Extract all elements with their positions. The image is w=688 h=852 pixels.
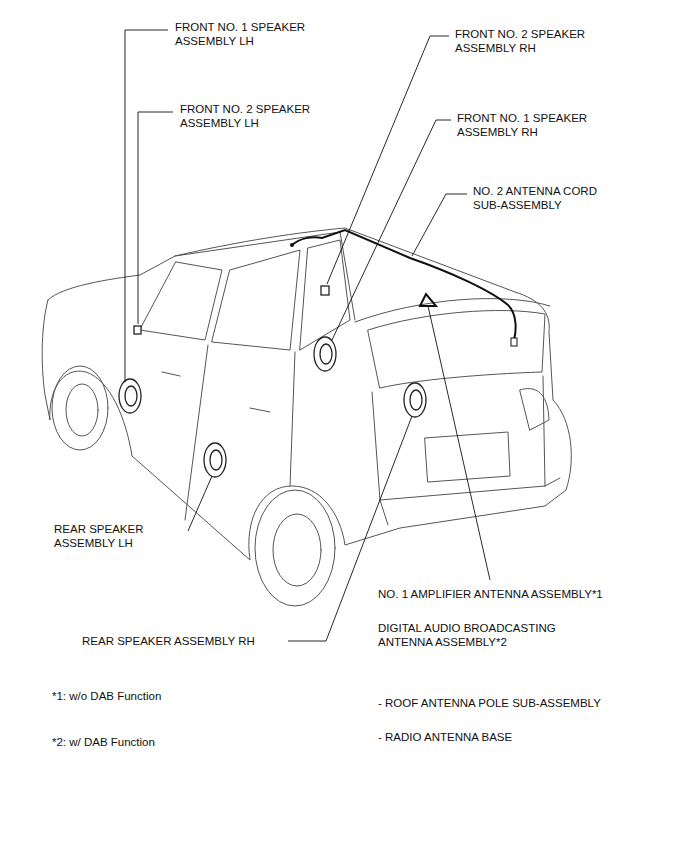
part-label: FRONT NO. 1 SPEAKER ASSEMBLY RH	[457, 111, 607, 139]
speaker-cone	[320, 344, 332, 364]
part-label: FRONT NO. 2 SPEAKER ASSEMBLY LH	[180, 102, 330, 130]
leader-line	[332, 120, 451, 340]
rear-door-window	[212, 250, 300, 350]
speaker-symbol	[404, 383, 426, 417]
part-label: - RADIO ANTENNA BASE	[378, 730, 512, 744]
antenna-connector	[511, 338, 517, 346]
leader-line	[428, 306, 490, 580]
part-label: REAR SPEAKER ASSEMBLY LH	[54, 522, 164, 550]
part-label: *1: w/o DAB Function	[52, 689, 161, 703]
leader-line	[327, 36, 449, 284]
part-label: REAR SPEAKER ASSEMBLY RH	[82, 634, 255, 648]
speaker-symbol	[204, 443, 226, 477]
part-label: NO. 2 ANTENNA CORD SUB-ASSEMBLY	[473, 184, 618, 212]
leader-line	[288, 416, 412, 641]
roof-line	[175, 232, 355, 320]
rear-spoiler	[355, 299, 550, 322]
leader-line	[125, 30, 168, 382]
part-label: FRONT NO. 1 SPEAKER ASSEMBLY LH	[175, 20, 325, 48]
rear-wheel-hub	[273, 514, 321, 586]
antenna-base	[420, 294, 436, 306]
front-wheel-hub	[66, 384, 98, 436]
part-label: DIGITAL AUDIO BROADCASTING ANTENNA ASSEM…	[378, 621, 583, 649]
rear-wheel	[255, 490, 335, 606]
bumper	[380, 478, 560, 525]
car-body	[42, 228, 571, 560]
part-label: *2: w/ DAB Function	[52, 735, 155, 749]
rear-hatch	[372, 376, 545, 500]
speaker-symbol	[314, 337, 336, 371]
speaker-symbol	[119, 379, 141, 413]
door-handle	[162, 372, 270, 412]
speaker-cone	[410, 390, 422, 410]
antenna-connector	[290, 243, 294, 247]
quarter-window	[300, 240, 350, 350]
leader-line	[138, 112, 173, 324]
front-window	[140, 262, 222, 340]
tail-light	[520, 389, 549, 430]
leader-line	[188, 476, 212, 531]
speaker-cone	[210, 450, 222, 470]
part-label: FRONT NO. 2 SPEAKER ASSEMBLY RH	[455, 27, 605, 55]
tweeter-symbol	[321, 286, 329, 295]
license-plate	[425, 432, 510, 482]
part-label: - ROOF ANTENNA POLE SUB-ASSEMBLY	[378, 696, 601, 710]
part-label: NO. 1 AMPLIFIER ANTENNA ASSEMBLY*1	[378, 587, 603, 601]
door-line	[185, 345, 295, 520]
tweeter-symbol	[134, 326, 141, 334]
leader-line	[412, 194, 467, 256]
front-wheel	[52, 366, 108, 450]
speaker-cone	[125, 386, 137, 406]
antenna-cord	[292, 230, 516, 340]
rear-glass	[368, 311, 545, 388]
